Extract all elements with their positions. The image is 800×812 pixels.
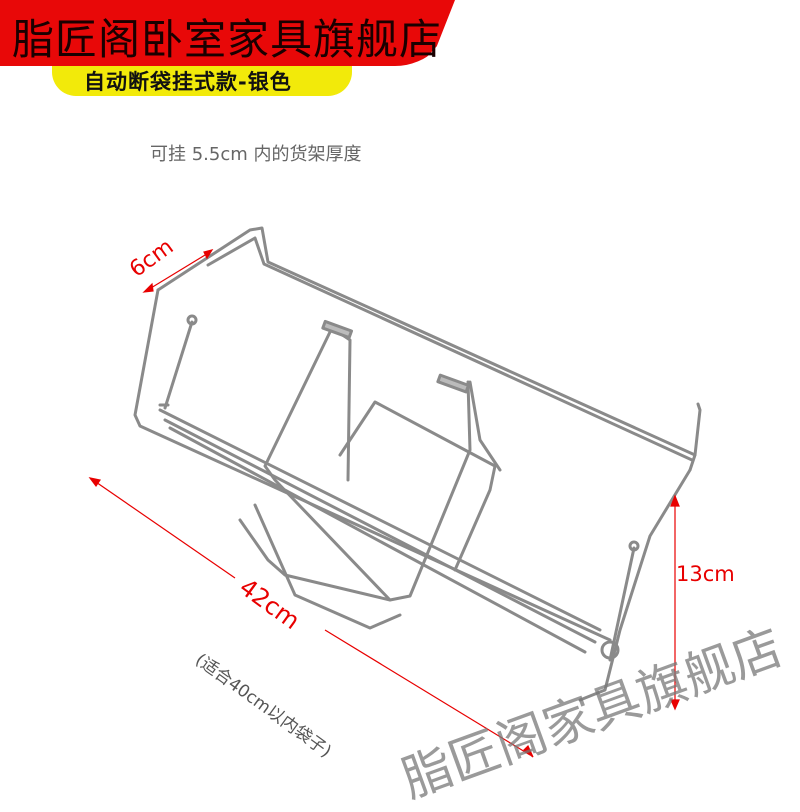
store-banner xyxy=(0,0,455,66)
product-tag-label: 自动断袋挂式款-银色 xyxy=(84,70,292,94)
shelf-thickness-note: 可挂 5.5cm 内的货架厚度 xyxy=(150,144,362,165)
height-label: 13cm xyxy=(676,562,735,586)
store-name: 脂匠阁卧室家具旗舰店 xyxy=(12,15,443,64)
